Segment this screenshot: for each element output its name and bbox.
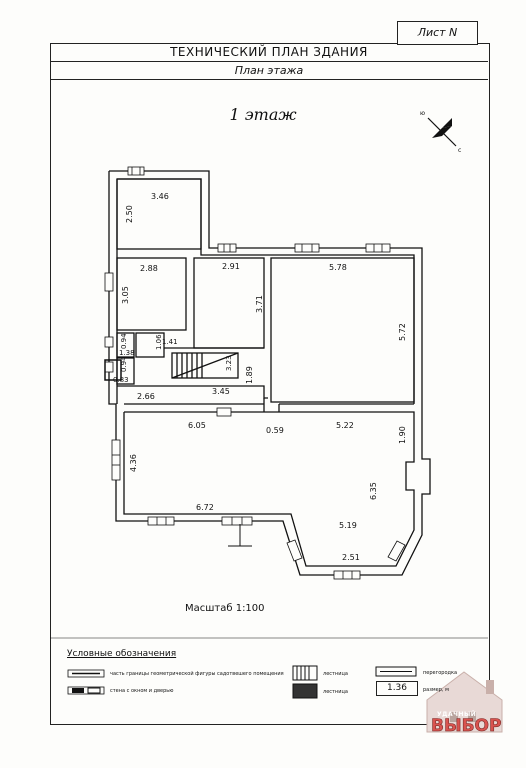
legend-wall-symbol [67, 686, 105, 695]
dim-3-71: 3.71 [255, 295, 264, 313]
legend-area-value: 1.36 [376, 681, 418, 696]
compass-north-label: ю [420, 110, 425, 117]
drawing-subtitle: План этажа [50, 62, 488, 80]
dim-3-45: 3.45 [212, 387, 230, 396]
legend-stair-label-1: лестница [323, 671, 348, 677]
dim-6-05: 6.05 [188, 421, 206, 430]
legend-area-label: размер, м [423, 687, 449, 693]
compass-icon: ю с [420, 110, 461, 154]
dim-0-94b: 0.94 [120, 356, 128, 372]
building-outline [108, 170, 431, 576]
dim-2-66: 2.66 [137, 392, 155, 401]
dim-5-78: 5.78 [329, 263, 347, 272]
sheet-label: Лист N [397, 21, 478, 45]
drawing-title: ТЕХНИЧЕСКИЙ ПЛАН ЗДАНИЯ [50, 43, 488, 62]
dim-2-50: 2.50 [125, 205, 134, 223]
dim-6-72: 6.72 [196, 503, 214, 512]
dim-5-72: 5.72 [398, 323, 407, 341]
legend-wall-text: стена с окном и дверью [110, 688, 174, 694]
dim-3-46: 3.46 [151, 192, 169, 201]
floor-label: 1 этаж [229, 105, 297, 124]
legend-stair-label-2: лестница [323, 689, 348, 695]
dim-2-51: 2.51 [342, 553, 360, 562]
legend-stair-icon-2 [292, 683, 318, 699]
drawing-frame [50, 43, 490, 725]
logo-main-text: ВЫБОР [431, 716, 502, 737]
windows [104, 166, 406, 580]
dim-0-59: 0.59 [266, 426, 284, 435]
dim-5-22: 5.22 [336, 421, 354, 430]
boiler-marker [104, 359, 122, 381]
dim-1-89: 1.89 [245, 366, 254, 384]
dim-5-19: 5.19 [339, 521, 357, 530]
legend-line-symbol [67, 669, 105, 678]
dim-2-88: 2.88 [140, 264, 158, 273]
legend-title: Условные обозначения [67, 649, 177, 659]
legend-line-text: часть границы геометрической фигуры садо… [110, 671, 284, 677]
dim-3-05: 3.05 [121, 286, 130, 304]
dim-1-06: 1.06 [155, 334, 163, 350]
legend-partition-label: перегородка [423, 670, 458, 676]
dim-1-38: 1.38 [119, 349, 135, 357]
legend-partition-icon [375, 666, 417, 677]
dim-2-91: 2.91 [222, 262, 240, 271]
scale-label: Масштаб 1:100 [185, 603, 265, 614]
legend-symbols [67, 665, 417, 699]
dim-0-83: 0.83 [113, 376, 129, 384]
logo-icon [426, 671, 503, 733]
compass-east-label: с [458, 147, 461, 154]
dim-4-36: 4.36 [129, 454, 138, 472]
dim-6-35: 6.35 [369, 482, 378, 500]
dim-1-41: 1.41 [162, 338, 178, 346]
dim-0-94: 0.94 [120, 333, 128, 349]
logo-top-text: УДАЧНЫЙ [437, 711, 477, 718]
dim-1-90: 1.90 [398, 426, 407, 444]
dim-3-23: 3.23 [225, 355, 233, 371]
dimension-labels: 3.46 2.50 2.88 3.05 2.91 3.71 5.78 5.72 … [113, 192, 407, 562]
